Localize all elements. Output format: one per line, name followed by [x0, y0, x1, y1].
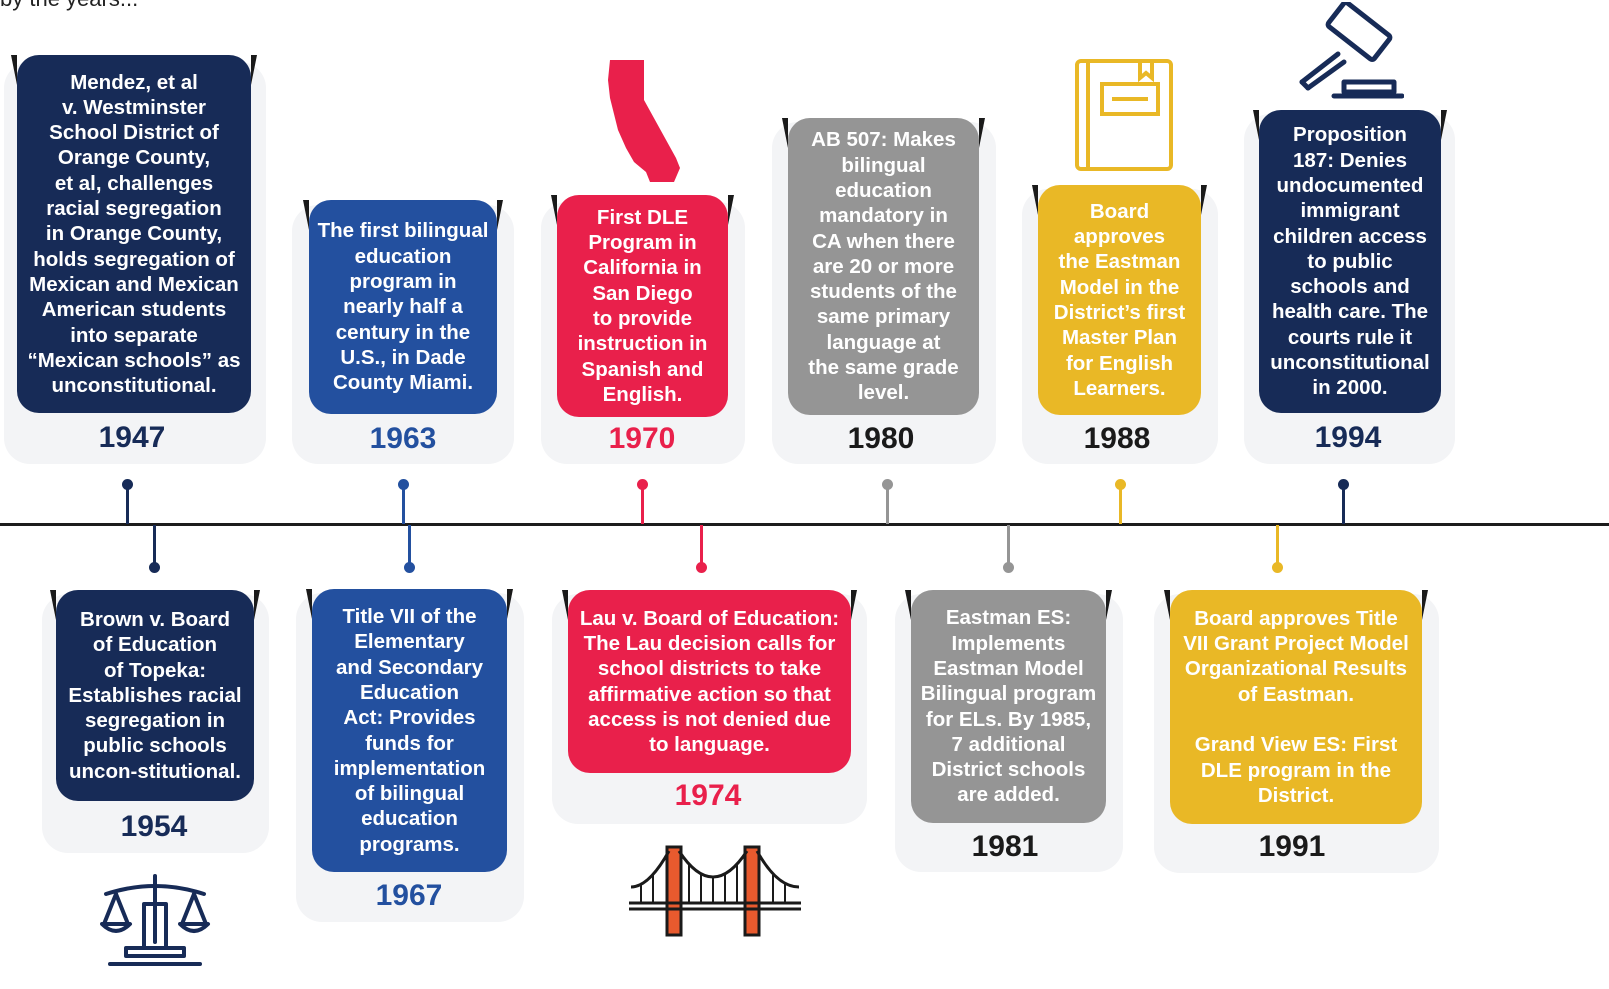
event-text-1967: Title VII of the Elementary and Secondar… — [333, 605, 486, 856]
event-panel-1947: Mendez, et al v. Westminster School Dist… — [11, 55, 257, 413]
event-year-1980: 1980 — [847, 422, 915, 455]
timeline-dot-1991 — [1272, 562, 1283, 573]
event-panel-1981: Eastman ES: Implements Eastman Model Bil… — [905, 590, 1112, 823]
event-year-1970: 1970 — [608, 422, 676, 455]
event-panel-1994: Proposition 187: Denies undocumented imm… — [1253, 110, 1447, 413]
timeline-stem-1970 — [641, 485, 644, 524]
event-year-1963: 1963 — [369, 422, 437, 455]
event-text-1974: Lau v. Board of Education: The Lau decis… — [579, 606, 840, 757]
timeline-stem-1991 — [1276, 525, 1279, 565]
timeline-dot-1947 — [122, 479, 133, 490]
event-text-1988: Board approves the Eastman Model in the … — [1053, 199, 1186, 400]
timeline-dot-1954 — [149, 562, 160, 573]
timeline-dot-1970 — [637, 479, 648, 490]
event-year-1994: 1994 — [1314, 421, 1382, 454]
timeline-dot-1981 — [1003, 562, 1014, 573]
event-panel-1980: AB 507: Makes bilingual education mandat… — [782, 118, 985, 415]
timeline-dot-1988 — [1115, 479, 1126, 490]
timeline-axis — [0, 523, 1609, 526]
event-year-1991: 1991 — [1258, 830, 1326, 863]
event-year-1954: 1954 — [120, 810, 188, 843]
timeline-dot-1974 — [696, 562, 707, 573]
event-year-1974: 1974 — [674, 779, 742, 812]
golden-gate-bridge-icon — [629, 845, 801, 937]
timeline-stem-1981 — [1007, 525, 1010, 565]
timeline-dot-1967 — [404, 562, 415, 573]
event-text-1994: Proposition 187: Denies undocumented imm… — [1270, 123, 1430, 400]
timeline-dot-1963 — [398, 479, 409, 490]
event-year-1967: 1967 — [375, 879, 443, 912]
event-panel-1974: Lau v. Board of Education: The Lau decis… — [562, 590, 857, 773]
header-fragment: by the years... — [0, 0, 138, 12]
event-text-1991: Board approves Title VII Grant Project M… — [1183, 606, 1409, 807]
event-year-1981: 1981 — [971, 830, 1039, 863]
timeline-stem-1994 — [1342, 485, 1345, 524]
timeline-stem-1967 — [408, 525, 411, 565]
event-panel-1991: Board approves Title VII Grant Project M… — [1164, 590, 1428, 824]
gavel-icon — [1299, 2, 1404, 99]
event-text-1970: First DLE Program in California in San D… — [577, 205, 708, 406]
timeline-dot-1994 — [1338, 479, 1349, 490]
event-text-1947: Mendez, et al v. Westminster School Dist… — [27, 70, 241, 398]
timeline-stem-1980 — [886, 485, 889, 524]
california-map-icon — [608, 60, 680, 182]
timeline-dot-1980 — [882, 479, 893, 490]
event-panel-1954: Brown v. Board of Education of Topeka: E… — [50, 590, 260, 801]
event-year-1988: 1988 — [1083, 422, 1151, 455]
event-panel-1988: Board approves the Eastman Model in the … — [1032, 185, 1207, 415]
event-panel-1963: The first bilingual education program in… — [303, 200, 503, 414]
book-icon — [1075, 59, 1173, 171]
timeline-stem-1954 — [153, 525, 156, 565]
timeline-stem-1988 — [1119, 485, 1122, 524]
event-text-1954: Brown v. Board of Education of Topeka: E… — [68, 607, 242, 783]
event-text-1981: Eastman ES: Implements Eastman Model Bil… — [920, 606, 1097, 807]
scales-of-justice-icon — [100, 874, 210, 966]
event-year-1947: 1947 — [98, 421, 166, 454]
timeline-stem-1947 — [126, 485, 129, 524]
timeline-stem-1974 — [700, 525, 703, 565]
event-text-1980: AB 507: Makes bilingual education mandat… — [808, 128, 959, 405]
event-panel-1967: Title VII of the Elementary and Secondar… — [306, 589, 513, 872]
event-text-1963: The first bilingual education program in… — [317, 219, 489, 395]
timeline-stem-1963 — [402, 485, 405, 524]
event-panel-1970: First DLE Program in California in San D… — [551, 195, 734, 417]
